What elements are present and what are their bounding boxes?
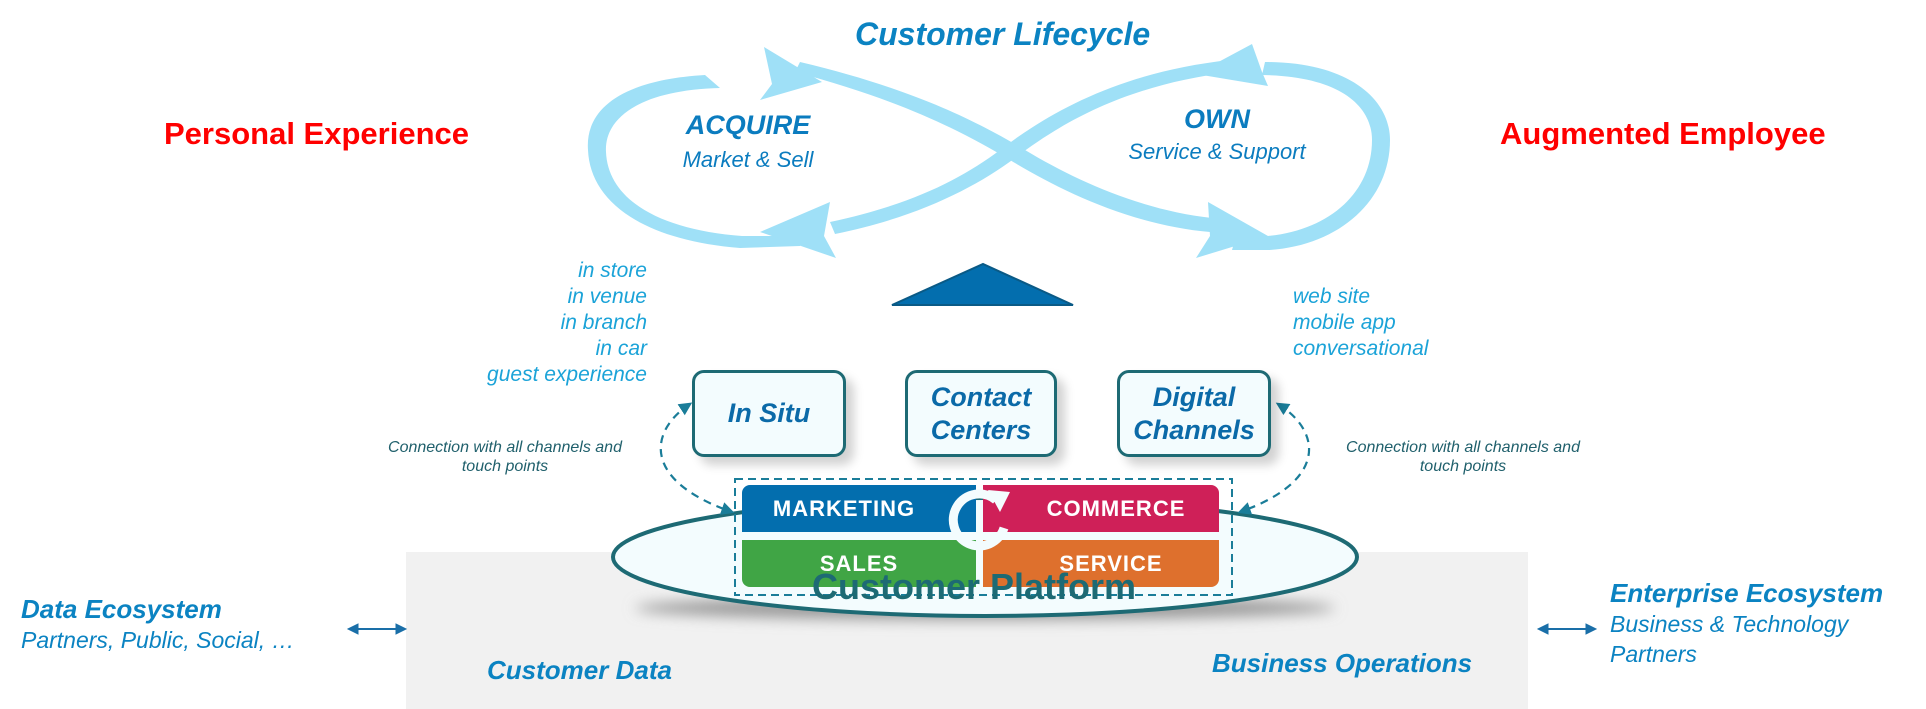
touchpoint-item: web site bbox=[1293, 285, 1371, 308]
data-ecosystem: Data Ecosystem Partners, Public, Social,… bbox=[21, 594, 295, 655]
connection-note-line: touch points bbox=[461, 458, 549, 475]
touchpoint-item: in venue bbox=[567, 285, 647, 308]
acquire-subtitle: Market & Sell bbox=[682, 147, 814, 172]
data-ecosystem-title: Data Ecosystem bbox=[21, 594, 222, 624]
lifecycle-title: Customer Lifecycle bbox=[855, 16, 1151, 52]
channel-label: Channels bbox=[1133, 414, 1255, 445]
channel-label: Digital bbox=[1152, 381, 1236, 412]
triangle-pointer bbox=[891, 262, 1074, 306]
channel-label: Centers bbox=[930, 414, 1032, 445]
enterprise-ecosystem-subtitle: Business & Technology bbox=[1610, 611, 1849, 637]
connection-note-left: Connection with all channels and touch p… bbox=[360, 438, 650, 476]
tile-sales[interactable]: SALES bbox=[742, 540, 976, 587]
enterprise-ecosystem-subtitle: Partners bbox=[1610, 641, 1697, 667]
connection-arc-right bbox=[1237, 402, 1311, 515]
touchpoint-item: in branch bbox=[560, 311, 647, 334]
own-title: OWN bbox=[1184, 104, 1250, 134]
own-subtitle: Service & Support bbox=[1128, 139, 1306, 164]
own-stage: OWN Service & Support bbox=[1102, 104, 1332, 165]
clouds-frame bbox=[734, 478, 1233, 596]
loop-arrowhead-top-left bbox=[760, 47, 822, 100]
loop-band-cross-1 bbox=[795, 62, 1212, 232]
tile-label: COMMERCE bbox=[1046, 495, 1186, 521]
channel-label: In Situ bbox=[727, 398, 811, 428]
touchpoint-item: in store bbox=[578, 259, 647, 282]
business-operations-label: Business Operations bbox=[1212, 648, 1473, 678]
tile-service[interactable]: SERVICE bbox=[983, 540, 1219, 587]
tile-label: SALES bbox=[819, 550, 899, 576]
loop-band-right bbox=[1232, 62, 1390, 250]
enterprise-ecosystem: Enterprise Ecosystem Business & Technolo… bbox=[1610, 578, 1883, 669]
channel-in-situ[interactable]: In Situ bbox=[692, 370, 846, 457]
personal-experience-heading: Personal Experience bbox=[164, 116, 469, 151]
channel-contact-centers[interactable]: Contact Centers bbox=[905, 370, 1057, 457]
acquire-stage: ACQUIRE Market & Sell bbox=[648, 110, 848, 173]
channel-digital-channels[interactable]: Digital Channels bbox=[1117, 370, 1271, 457]
connection-note-line: Connection with all channels and bbox=[1346, 439, 1580, 456]
connection-note-line: touch points bbox=[1419, 458, 1507, 475]
physical-touchpoints: in store in venue in branch in car guest… bbox=[487, 258, 647, 388]
lifecycle-loop bbox=[587, 44, 1390, 258]
connection-arc-left bbox=[659, 402, 735, 515]
touchpoint-item: in car bbox=[595, 337, 647, 360]
tile-marketing[interactable]: MARKETING bbox=[742, 485, 976, 532]
loop-band-cross-2 bbox=[830, 60, 1232, 234]
data-ecosystem-subtitle: Partners, Public, Social, … bbox=[21, 627, 295, 653]
connection-note-line: Connection with all channels and bbox=[388, 439, 622, 456]
cycle-icon bbox=[948, 489, 1010, 551]
tile-commerce[interactable]: COMMERCE bbox=[983, 485, 1219, 532]
loop-arrowhead-bottom-left bbox=[760, 202, 836, 258]
enterprise-ecosystem-arrow bbox=[1536, 623, 1598, 635]
data-ecosystem-arrow bbox=[346, 623, 408, 635]
touchpoint-item: guest experience bbox=[487, 363, 647, 386]
tile-label: SERVICE bbox=[1059, 550, 1163, 576]
connection-note-right: Connection with all channels and touch p… bbox=[1318, 438, 1608, 476]
customer-data-label: Customer Data bbox=[487, 655, 672, 685]
enterprise-ecosystem-title: Enterprise Ecosystem bbox=[1610, 578, 1884, 608]
augmented-employee-heading: Augmented Employee bbox=[1500, 116, 1826, 151]
customer-platform-label: Customer Platform bbox=[812, 566, 1137, 607]
digital-touchpoints: web site mobile app conversational bbox=[1293, 284, 1428, 362]
acquire-title: ACQUIRE bbox=[685, 110, 811, 140]
loop-arrowhead-top-right bbox=[1196, 44, 1268, 86]
channel-label: Contact bbox=[930, 381, 1032, 412]
touchpoint-item: conversational bbox=[1293, 337, 1429, 360]
loop-arrowhead-bottom-right bbox=[1196, 202, 1268, 258]
tile-label: MARKETING bbox=[772, 495, 916, 521]
touchpoint-item: mobile app bbox=[1293, 311, 1396, 334]
